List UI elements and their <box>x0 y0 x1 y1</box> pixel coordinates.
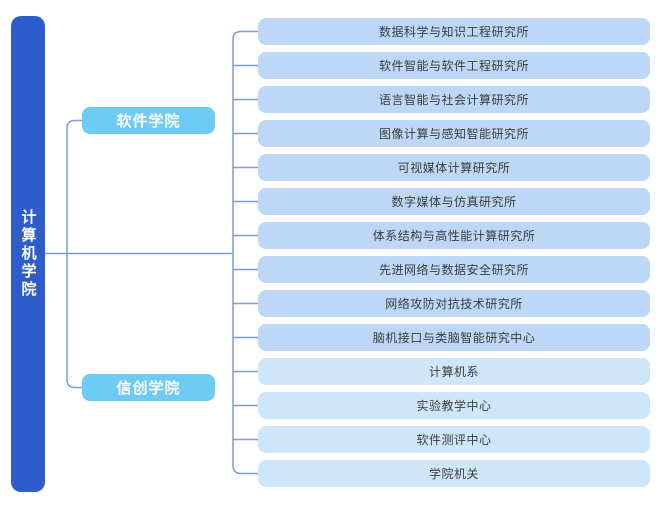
trunk-ticks <box>233 64 258 441</box>
leaf-node[interactable]: 脑机接口与类脑智能研究中心 <box>258 324 650 351</box>
leaf-trunk-line <box>232 30 258 475</box>
leaf-node[interactable]: 计算机系 <box>258 358 650 385</box>
branch-node-xinchuang-college[interactable]: 信创学院 <box>82 374 215 401</box>
leaf-node[interactable]: 软件测评中心 <box>258 426 650 453</box>
leaf-node[interactable]: 语言智能与社会计算研究所 <box>258 86 650 113</box>
leaf-node[interactable]: 网络攻防对抗技术研究所 <box>258 290 650 317</box>
leaf-node[interactable]: 数据科学与知识工程研究所 <box>258 18 650 45</box>
branch-bracket-line <box>66 119 82 389</box>
leaf-node[interactable]: 学院机关 <box>258 460 650 487</box>
leaf-node[interactable]: 软件智能与软件工程研究所 <box>258 52 650 79</box>
leaf-node[interactable]: 先进网络与数据安全研究所 <box>258 256 650 283</box>
leaf-node[interactable]: 数字媒体与仿真研究所 <box>258 188 650 215</box>
leaf-node[interactable]: 可视媒体计算研究所 <box>258 154 650 181</box>
root-node[interactable]: 计算机学院 <box>11 16 45 492</box>
leaf-node[interactable]: 图像计算与感知智能研究所 <box>258 120 650 147</box>
leaf-node[interactable]: 体系结构与高性能计算研究所 <box>258 222 650 249</box>
branch-node-software-college[interactable]: 软件学院 <box>82 107 215 134</box>
leaf-node[interactable]: 实验教学中心 <box>258 392 650 419</box>
